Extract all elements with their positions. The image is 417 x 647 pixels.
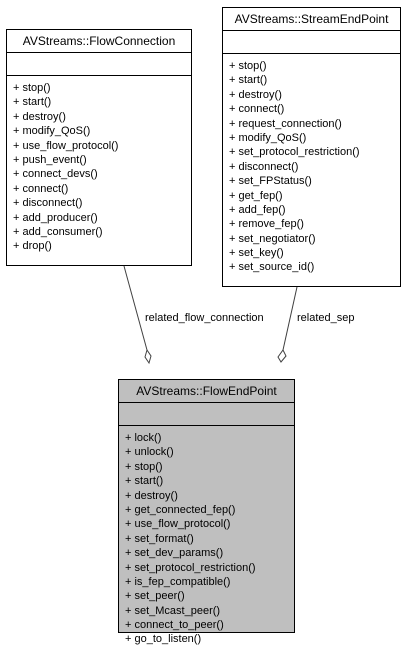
operation-item: + add_fep()	[229, 203, 286, 216]
class-box-flow-connection: AVStreams::FlowConnection + stop()+ star…	[6, 29, 192, 266]
operation-item: + use_flow_protocol()	[125, 518, 231, 531]
edge-label-related-flow-connection: related_flow_connection	[145, 312, 264, 324]
operations-compartment: + lock() + unlock()+ stop() + start()+ des…	[119, 426, 294, 647]
operation-item: + add_producer()	[13, 211, 98, 224]
operation-item: + set_peer()	[125, 590, 185, 603]
operation-item: + lock()	[125, 432, 162, 444]
operation-item: + get_connected_fep()	[125, 503, 236, 516]
operation-item: + connect()	[229, 103, 285, 116]
operation-item: + connect_devs()	[13, 168, 98, 181]
edge-related-flow-connection	[123, 265, 148, 351]
operation-item: + drop()	[13, 240, 52, 253]
operation-item: + set_format()	[125, 532, 194, 545]
operation-item: + modify_QoS()	[13, 125, 91, 138]
operation-item: + get_fep()	[229, 189, 283, 202]
operation-item: + connect()	[13, 182, 69, 195]
operation-item: + set_dev_params()	[125, 547, 224, 560]
operation-item: + push_event()	[13, 153, 87, 166]
operation-item: + set_FPStatus()	[229, 175, 312, 188]
attributes-compartment	[223, 31, 400, 54]
operation-item: + start()	[229, 74, 268, 87]
operation-item: + add_consumer()	[13, 225, 103, 238]
operation-item: + destroy()	[125, 489, 178, 502]
operation-item: + start()	[125, 475, 164, 488]
class-box-flow-end-point: AVStreams::FlowEndPoint + lock()+ unlock…	[118, 379, 295, 645]
class-name: AVStreams::FlowConnection	[7, 30, 191, 53]
operation-item: + connect_to_peer()	[125, 619, 224, 632]
operation-item: + set_Mcast_peer()	[125, 604, 221, 617]
operation-item: + set_protocol_restriction()	[125, 561, 256, 574]
operation-item: + disconnect()	[13, 197, 83, 210]
operations-compartment: + stop() + start()+ destroy() + modify_QoS…	[7, 76, 191, 254]
operation-item: + stop()	[125, 460, 163, 473]
operation-item: + request_connection()	[229, 117, 342, 130]
operation-item: + set_negotiator()	[229, 232, 316, 245]
class-name: AVStreams::FlowEndPoint	[119, 380, 294, 403]
operation-item: + modify_QoS()	[229, 131, 307, 144]
operation-item: + start()	[13, 96, 52, 109]
class-box-stream-end-point: AVStreams::StreamEndPoint + stop()+ star…	[222, 7, 401, 287]
class-name: AVStreams::StreamEndPoint	[223, 8, 400, 31]
operation-item: + use_flow_protocol()	[13, 139, 119, 152]
operation-item: + set_key()	[229, 247, 284, 260]
edge-label-related-sep: related_sep	[297, 312, 355, 324]
aggregation-diamond-sep	[277, 349, 287, 363]
operation-item: + is_fep_compatible()	[125, 575, 231, 588]
operation-item: + destroy()	[229, 88, 282, 101]
aggregation-diamond-flow-connection	[144, 348, 152, 365]
operation-item: + set_protocol_restriction()	[229, 146, 360, 159]
operation-item: + unlock()	[125, 446, 174, 459]
operation-item: + set_source_id()	[229, 261, 315, 274]
attributes-compartment	[7, 53, 191, 76]
operations-compartment: + stop()+ start()+ destroy()+ connect()+…	[223, 54, 400, 275]
operation-item: + stop()	[229, 60, 267, 72]
operation-item: + remove_fep()	[229, 218, 304, 231]
edge-related-sep	[282, 286, 298, 351]
operation-item: + destroy()	[13, 110, 66, 123]
operation-item: + stop()	[13, 82, 51, 94]
attributes-compartment	[119, 403, 294, 426]
operation-item: + disconnect()	[229, 160, 299, 173]
